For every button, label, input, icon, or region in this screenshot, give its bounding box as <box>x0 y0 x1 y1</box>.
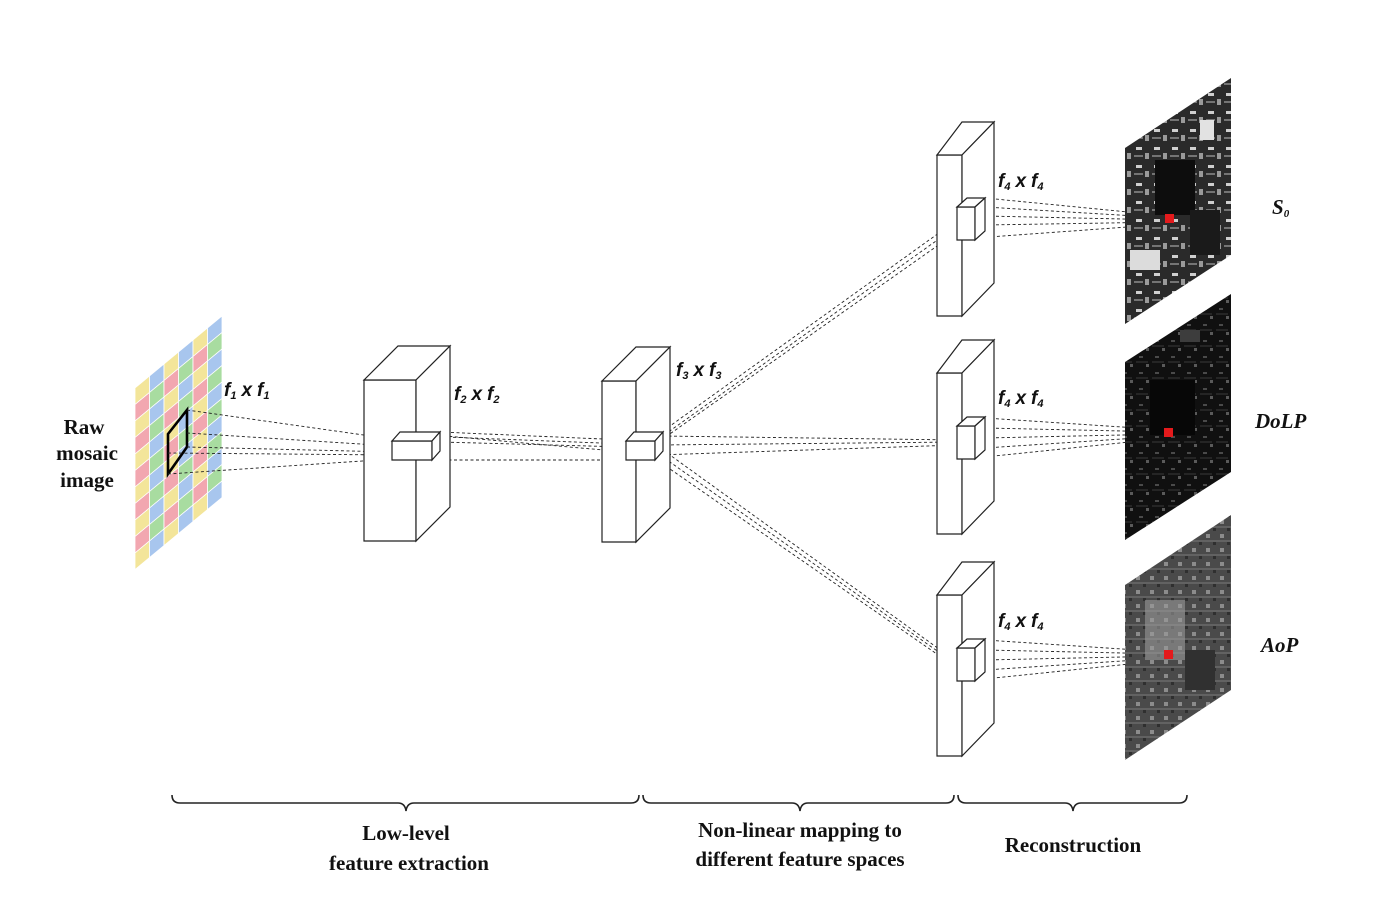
output-label-dolp: DoLP <box>1254 409 1306 433</box>
output-image-s0 <box>1125 78 1231 324</box>
connections-layer1-to-layer2 <box>399 431 627 461</box>
brace-reconstruction <box>957 794 1188 812</box>
stage-label-feature-extraction-line-2: feature extraction <box>329 851 489 875</box>
stage-label-nonlinear-mapping-line-2: different feature spaces <box>695 847 904 871</box>
raw-mosaic-grid <box>134 315 223 571</box>
brace-nonlinear-mapping <box>642 794 955 812</box>
output-marker-dolp <box>1164 428 1173 437</box>
feature-block-layer1 <box>362 344 452 543</box>
kernel-cube-layer2 <box>624 430 665 462</box>
stage-label-reconstruction: Reconstruction <box>1005 833 1142 857</box>
kernel-cube-layer3-bot <box>955 637 987 683</box>
brace-feature-extraction <box>171 794 640 812</box>
output-marker-aop <box>1164 650 1173 659</box>
output-label-aop: AoP <box>1259 633 1299 657</box>
connections-input-to-layer1 <box>167 409 393 475</box>
kernel-cube-layer3-mid <box>955 415 987 461</box>
output-label-s0: S0 <box>1272 195 1290 220</box>
stage-label-feature-extraction-line-1: Low-level <box>362 821 450 845</box>
stage-label-nonlinear-mapping-line-1: Non-linear mapping to <box>698 818 902 842</box>
input-label: Raw mosaic image <box>56 415 118 492</box>
input-label-line-1: Raw <box>64 415 106 439</box>
output-image-dolp <box>1125 294 1231 540</box>
output-image-aop <box>1125 515 1231 760</box>
input-label-line-2: mosaic <box>56 441 118 465</box>
feature-block-layer3-mid <box>935 338 996 536</box>
input-label-line-3: image <box>60 468 114 492</box>
output-marker-s0 <box>1165 214 1174 223</box>
mosaic-cell <box>207 480 223 511</box>
kernel-cube-layer3-top <box>955 196 987 242</box>
kernel-cube-layer1 <box>390 430 442 462</box>
connections-layer2-to-layer3 <box>656 219 958 669</box>
